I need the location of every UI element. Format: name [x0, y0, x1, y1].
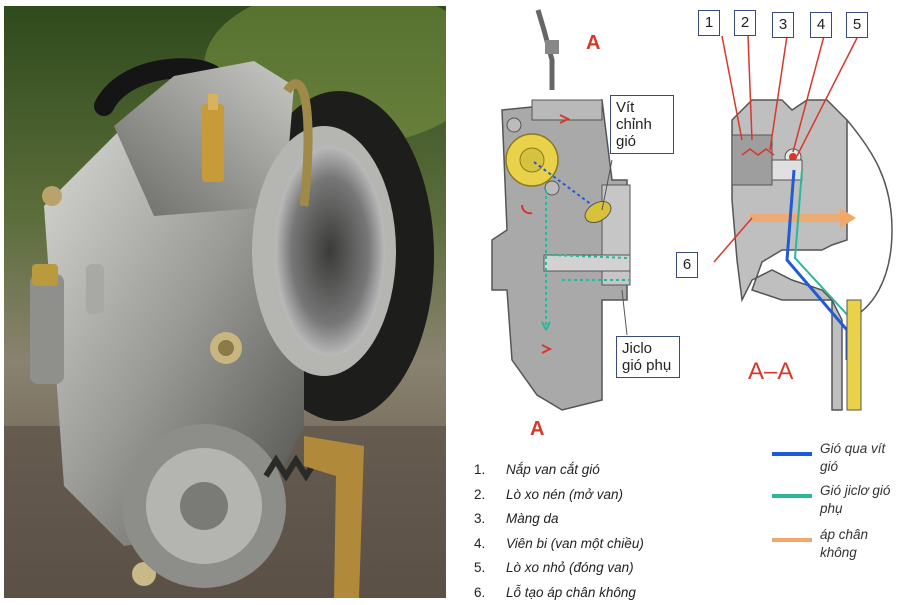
flow-legend-teal: Gió jiclơ gió phụ — [820, 482, 892, 518]
list-item: 1.Nắp van cắt gió — [474, 458, 644, 483]
flow-legend-orange: áp chân không — [820, 526, 892, 562]
flow-legend-swatch-teal — [772, 494, 812, 498]
part-number-5: 5 — [846, 12, 868, 38]
carburetor-photo-art — [4, 6, 446, 598]
section-label-aa: A–A — [748, 358, 793, 386]
list-item: 4.Viên bi (van một chiều) — [474, 532, 644, 557]
list-item: 5.Lò xo nhỏ (đóng van) — [474, 556, 644, 581]
parts-list: 1.Nắp van cắt gió 2.Lò xo nén (mở van) 3… — [474, 458, 644, 605]
carburetor-photo — [4, 6, 446, 598]
list-item: 6.Lỗ tạo áp chân không — [474, 581, 644, 605]
part-number-6: 6 — [676, 252, 698, 278]
flow-legend-blue: Gió qua vít gió — [820, 440, 892, 476]
flow-legend-swatch-orange — [772, 538, 812, 542]
list-item: 3.Màng da — [474, 507, 644, 532]
section-label-a-bottom: A — [530, 418, 544, 441]
part-number-4: 4 — [810, 12, 832, 38]
part-number-3: 3 — [772, 12, 794, 38]
section-label-a-top: A — [586, 32, 600, 55]
part-number-1: 1 — [698, 10, 720, 36]
list-item: 2.Lò xo nén (mở van) — [474, 483, 644, 508]
flow-legend-swatch-blue — [772, 452, 812, 456]
callout-jiclo-gio-phu: Jiclo gió phụ — [616, 336, 680, 378]
part-number-2: 2 — [734, 10, 756, 36]
callout-vit-chinh-gio: Vít chỉnh gió — [610, 95, 674, 154]
